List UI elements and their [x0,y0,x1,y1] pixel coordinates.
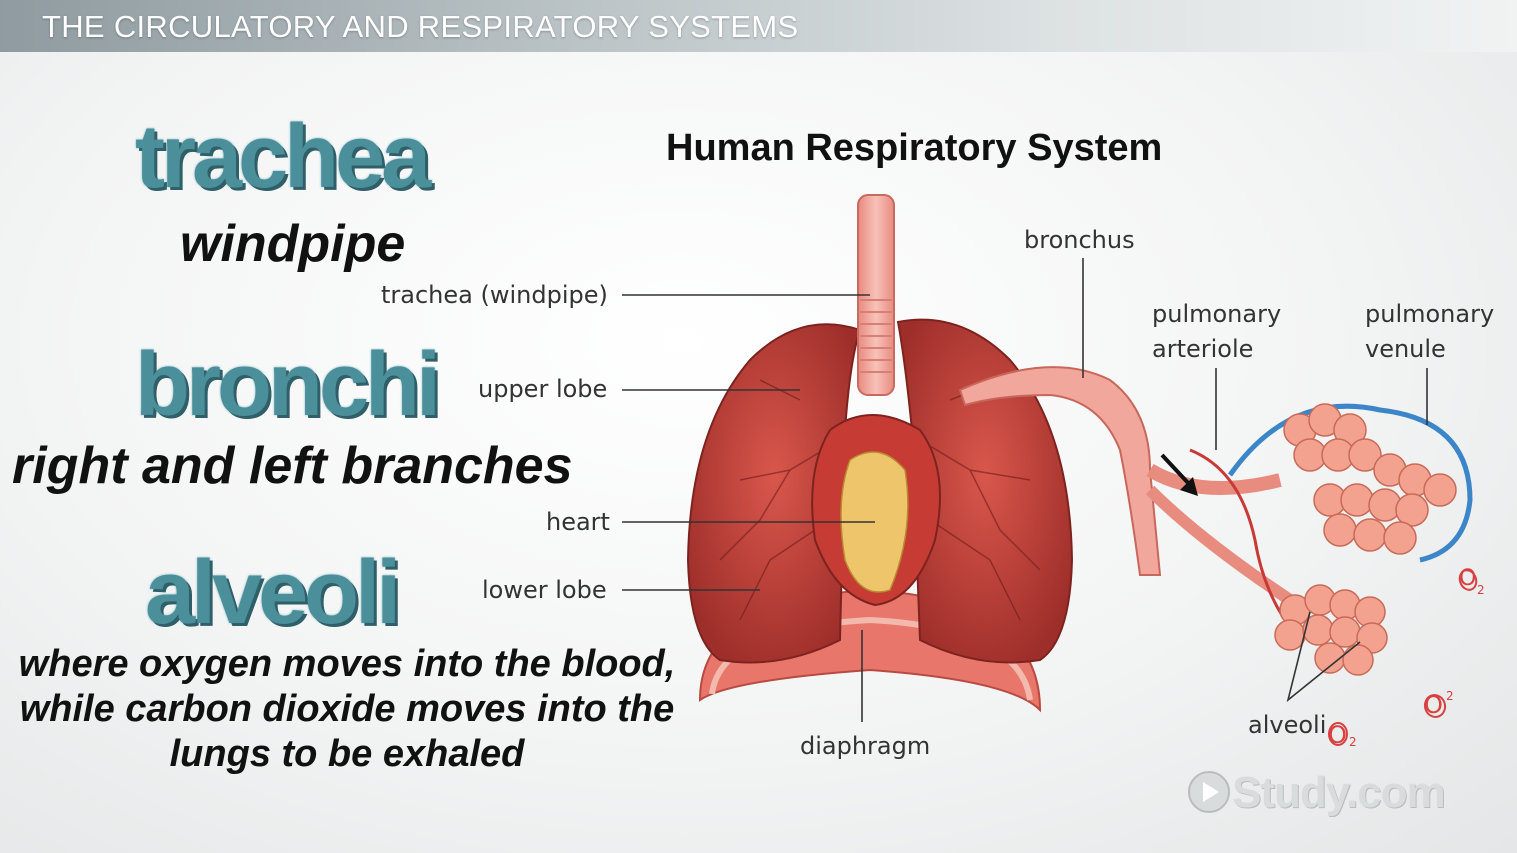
oxygen-subscript-3: 2 [1349,735,1357,749]
header-title: THE CIRCULATORY AND RESPIRATORY SYSTEMS [42,9,799,44]
alveoli-cluster-lower [1274,584,1388,676]
term-alveoli: alveoli [145,543,401,643]
oxygen-label-3: O [1328,721,1347,749]
term-trachea: trachea [135,107,431,207]
label-upper-lobe: upper lobe [478,375,608,403]
oxygen-subscript-2: 2 [1446,689,1454,703]
label-pulmonary-venule-line-1: pulmonary [1365,300,1495,328]
label-heart: heart [546,508,610,536]
label-pulmonary-venule-line-2: venule [1365,335,1446,363]
term-alveoli-meaning-line-3: lungs to be exhaled [169,733,525,775]
label-diaphragm: diaphragm [800,732,931,760]
study-watermark: Study.com [1188,768,1446,818]
oxygen-bubble-2 [1423,694,1447,718]
oxygen-label-1: O [1459,566,1477,591]
oxygen-subscript-1: 2 [1477,583,1485,597]
label-lower-lobe: lower lobe [482,576,607,604]
label-trachea: trachea (windpipe) [381,281,608,309]
oxygen-bubble-3 [1328,722,1348,746]
flow-arrow-icon [1160,453,1198,496]
alveoli-cluster-upper [1283,403,1457,555]
header-bar: THE CIRCULATORY AND RESPIRATORY SYSTEMS [0,0,1517,52]
bronchus-tube [958,366,1162,576]
watermark-text: Study.com [1232,768,1446,817]
term-bronchi: bronchi [135,335,441,435]
diagram-title: Human Respiratory System [666,127,1163,169]
oxygen-label-2: O [1424,691,1443,719]
term-trachea-meaning: windpipe [180,215,406,273]
label-pulmonary-arteriole-line-2: arteriole [1152,335,1254,363]
term-alveoli-meaning-line-2: while carbon dioxide moves into the [19,688,675,730]
label-bronchus: bronchus [1024,226,1135,254]
term-alveoli-meaning-line-1: where oxygen moves into the blood, [18,643,676,685]
label-alveoli: alveoli [1248,711,1327,739]
oxygen-bubble-1 [1458,569,1478,591]
play-logo-icon [1188,771,1230,813]
term-bronchi-meaning: right and left branches [12,437,573,495]
label-pulmonary-arteriole-line-1: pulmonary [1152,300,1282,328]
